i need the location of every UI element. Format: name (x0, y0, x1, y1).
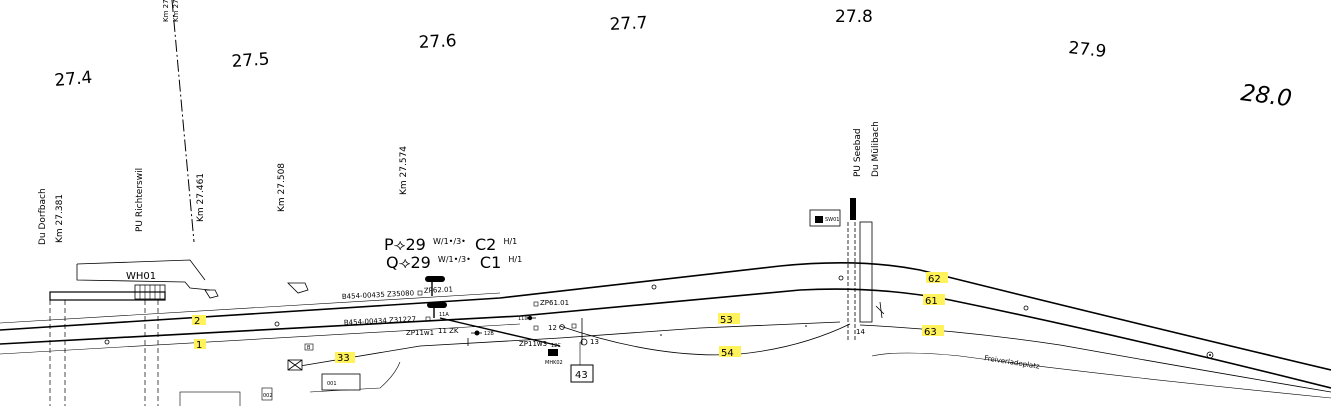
label-zp11w3: ZP11w3 (519, 340, 547, 348)
label-pu-richterswil: PU Richterswil (135, 168, 145, 232)
label-km-27461: Km 27.461 (196, 173, 206, 222)
track-1-highlight (194, 339, 206, 349)
track-62-highlight (926, 272, 948, 283)
label-box-001: 001 (327, 381, 337, 387)
km-marker-27-6: 27.6 (418, 31, 457, 53)
signal-q-sup1: W/1•/3• (438, 255, 471, 264)
signal-head-lower (427, 302, 447, 308)
platform-wh01-roof (76, 259, 206, 281)
track-33-highlight (335, 352, 355, 363)
label-11zk: 11 ZK (438, 327, 459, 335)
track-2-label: 2 (194, 316, 200, 327)
track-54-label: 54 (721, 348, 734, 359)
signal-q-mid: C1 (480, 253, 501, 272)
track-53-highlight (718, 313, 740, 324)
signal-13-head (580, 338, 588, 346)
track-63-label: 63 (924, 327, 937, 338)
light-symbol-1 (204, 289, 219, 299)
label-box-002: 002 (263, 393, 273, 399)
freiverladeplatz-edge (871, 352, 1331, 399)
box-b (304, 343, 314, 351)
signal-12-head (559, 324, 565, 330)
label-zp61: ZP61.01 (540, 299, 569, 307)
label-13: 13 (590, 338, 599, 346)
platform-wh01 (76, 264, 211, 291)
km-marker-27-8: 27.8 (835, 7, 873, 27)
label-12c: 12C (551, 343, 561, 349)
signal-q-sup2: H/1 (508, 255, 522, 264)
label-12: 12 (548, 324, 557, 332)
top-clip-label: Km 27 (162, 0, 170, 22)
track-62-label: 62 (928, 274, 941, 285)
platform-wh01-edge (49, 291, 166, 301)
track-63-highlight (922, 325, 944, 336)
signal-q: Q⟢29 W/1•/3• C1 H/1 (386, 247, 522, 272)
label-zp62: ZP62.01 (424, 285, 453, 295)
box-001 (321, 373, 361, 391)
label-km-27574: Km 27.574 (399, 146, 409, 195)
track-61-highlight (923, 294, 945, 305)
signal-p-sup2: H/1 (503, 237, 517, 246)
building-dashed (49, 300, 159, 406)
label-km-27381: Km 27.381 (55, 194, 65, 243)
curve-54 (559, 323, 851, 356)
platform-edge (309, 361, 401, 393)
label-mhk02: MHK02 (545, 360, 563, 366)
diverging-track (439, 317, 561, 347)
label-zp11w1: ZP11w1 (406, 329, 434, 337)
light-symbol-2 (287, 282, 309, 294)
signal-q-main: Q⟢29 (386, 253, 431, 272)
label-wh01: WH01 (126, 271, 156, 282)
label-b454-35080: B454-00435 Z35080 (342, 289, 415, 301)
km-marker-27-9: 27.9 (1067, 38, 1107, 62)
km-marker-27-4: 27.4 (54, 68, 93, 91)
track-edge-2 (0, 323, 521, 355)
label-box-b: B (307, 345, 311, 351)
siding-33 (299, 321, 841, 367)
label-43: 43 (575, 370, 588, 381)
signal-p-main: P⟢29 (384, 235, 426, 254)
signal-p-sup1: W/1•/3• (433, 237, 466, 246)
boundary-line (171, 0, 195, 243)
label-du-dorfbach: Du Dorfbach (38, 188, 48, 245)
track-53-label: 53 (720, 315, 733, 326)
label-14: 14 (856, 328, 865, 336)
main-track-upper (0, 262, 1331, 371)
signal-head-upper (425, 276, 445, 282)
box-43 (570, 364, 594, 383)
box-mhk02 (548, 349, 558, 356)
track-54-highlight (719, 346, 741, 357)
track-2-highlight (192, 315, 206, 325)
signal-p: P⟢29 W/1•/3• C2 H/1 (384, 229, 517, 254)
track-33-label: 33 (337, 353, 350, 364)
track-61-label: 61 (925, 296, 938, 307)
km-marker-28-0: 28.0 (1239, 80, 1293, 112)
signal-p-mid: C2 (475, 235, 496, 254)
label-du-muelibach: Du Mülibach (871, 121, 881, 177)
label-11d: 11D (518, 316, 528, 322)
km-marker-27-7: 27.7 (609, 13, 648, 35)
label-11a: 11A (439, 312, 449, 318)
label-pu-seebad: PU Seebad (853, 128, 863, 177)
signal-mast-seebad (850, 198, 856, 220)
building-box (179, 391, 241, 406)
label-12b: 12B (484, 331, 494, 337)
km-marker-27-5: 27.5 (231, 49, 270, 72)
label-km-27508: Km 27.508 (277, 163, 287, 212)
label-b454-31227: B454-00434 Z31227 (344, 315, 417, 327)
label-freiverladeplatz: Freiverladeplatz (984, 354, 1041, 371)
box-002 (261, 387, 273, 401)
main-track-lower (0, 288, 1331, 389)
track-edge-1 (0, 292, 501, 324)
top-clip-label-2: Km 27 (172, 0, 180, 22)
label-sw01: SW01 (825, 217, 839, 223)
track-1-label: 1 (196, 340, 202, 351)
bridge-structure (859, 221, 873, 323)
